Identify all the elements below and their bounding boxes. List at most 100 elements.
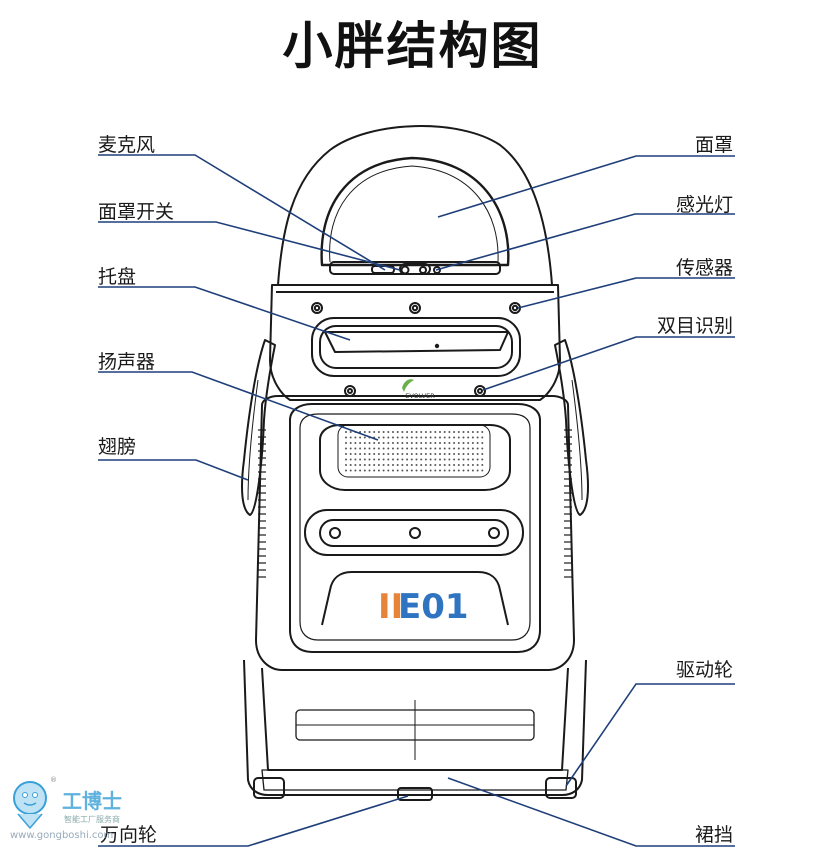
callout-lines <box>98 154 735 847</box>
watermark-url: www.gongboshi.com <box>10 830 113 841</box>
speaker-dot <box>429 442 432 444</box>
leader-skirt <box>447 777 735 847</box>
speaker-dot <box>410 431 413 433</box>
speaker-dot <box>439 458 441 461</box>
speaker-dot <box>359 436 362 439</box>
speaker-dot <box>462 469 465 472</box>
leader-tray <box>98 286 351 341</box>
speaker-dot <box>377 464 380 466</box>
speaker-dot <box>410 458 413 461</box>
speaker-dot <box>406 431 409 433</box>
speaker-dot <box>434 431 437 433</box>
speaker-dot <box>434 453 437 455</box>
speaker-dot <box>448 458 451 461</box>
speaker-dot <box>420 464 423 466</box>
brand-text: EVOLVER <box>405 392 435 400</box>
speaker-dot <box>387 431 390 433</box>
speaker-dot <box>457 464 460 466</box>
speaker-dot <box>476 436 479 439</box>
speaker-dot <box>396 464 399 466</box>
speaker-dot <box>448 436 451 439</box>
speaker-dot <box>387 453 390 455</box>
speaker-dot <box>471 458 474 461</box>
speaker-dot <box>392 447 394 450</box>
speaker-dot <box>467 469 470 472</box>
speaker-dots <box>345 431 484 472</box>
speaker-dot <box>453 464 456 466</box>
speaker-dot <box>453 431 456 433</box>
speaker-dot <box>434 464 437 466</box>
speaker-dot <box>471 469 474 472</box>
sensor-center <box>409 302 421 314</box>
speaker-dot <box>457 431 460 433</box>
speaker-dot <box>345 442 347 444</box>
speaker-dot <box>387 442 390 444</box>
speaker-dot <box>345 453 347 455</box>
speaker-dot <box>382 464 385 466</box>
speaker-dot <box>387 458 390 461</box>
speaker-dot <box>345 431 347 433</box>
speaker-dot <box>373 431 376 433</box>
leader-light-sensor <box>435 213 735 271</box>
speaker-dot <box>443 453 446 455</box>
speaker-dot <box>443 469 446 472</box>
speaker-dot <box>481 453 484 455</box>
speaker-dot <box>349 458 352 461</box>
robot-body <box>241 125 589 801</box>
speaker-dot <box>415 464 418 466</box>
speaker-dot <box>429 447 432 450</box>
speaker-dot <box>481 431 484 433</box>
speaker-dot <box>439 442 441 444</box>
speaker-dot <box>349 447 352 450</box>
tray-shape <box>311 317 521 377</box>
leader-caster <box>98 795 409 847</box>
speaker-dot <box>420 453 423 455</box>
speaker-dot <box>439 453 441 455</box>
speaker-dot <box>481 447 484 450</box>
speaker-dot <box>462 453 465 455</box>
speaker-dot <box>401 447 404 450</box>
speaker-dot <box>406 469 409 472</box>
brand-logo: EVOLVER <box>402 379 435 400</box>
speaker-dot <box>420 447 423 450</box>
speaker-dot <box>471 431 474 433</box>
leader-microphone <box>98 154 386 271</box>
speaker-dot <box>424 464 427 466</box>
speaker-dot <box>415 458 418 461</box>
leader-visor-switch <box>98 221 401 271</box>
speaker-dot <box>396 442 399 444</box>
speaker-dot <box>359 469 362 472</box>
speaker-dot <box>471 464 474 466</box>
caster-wheel <box>397 787 433 801</box>
speaker-dot <box>396 469 399 472</box>
label-skirt: 裙挡 <box>694 824 733 846</box>
speaker-dot <box>363 469 366 472</box>
speaker-dot <box>439 464 441 466</box>
speaker-dot <box>387 464 390 466</box>
speaker-dot <box>462 464 465 466</box>
speaker-dot <box>392 464 394 466</box>
speaker-dot <box>439 447 441 450</box>
speaker-dot <box>415 431 418 433</box>
speaker-dot <box>349 436 352 439</box>
speaker-dot <box>354 436 357 439</box>
speaker-dot <box>467 431 470 433</box>
label-binocular: 双目识别 <box>656 315 733 337</box>
speaker-dot <box>387 447 390 450</box>
label-wing: 翅膀 <box>98 436 137 458</box>
speaker-dot <box>476 464 479 466</box>
leader-visor <box>437 155 735 218</box>
speaker-dot <box>382 447 385 450</box>
speaker-dot <box>420 436 423 439</box>
speaker-dot <box>377 458 380 461</box>
speaker-dot <box>406 464 409 466</box>
speaker-dot <box>471 436 474 439</box>
speaker-dot <box>363 431 366 433</box>
visor-shape <box>320 156 510 267</box>
speaker-dot <box>448 442 451 444</box>
speaker-dot <box>476 442 479 444</box>
wing-left <box>241 339 276 516</box>
speaker-dot <box>368 458 371 461</box>
speaker-dot <box>424 436 427 439</box>
